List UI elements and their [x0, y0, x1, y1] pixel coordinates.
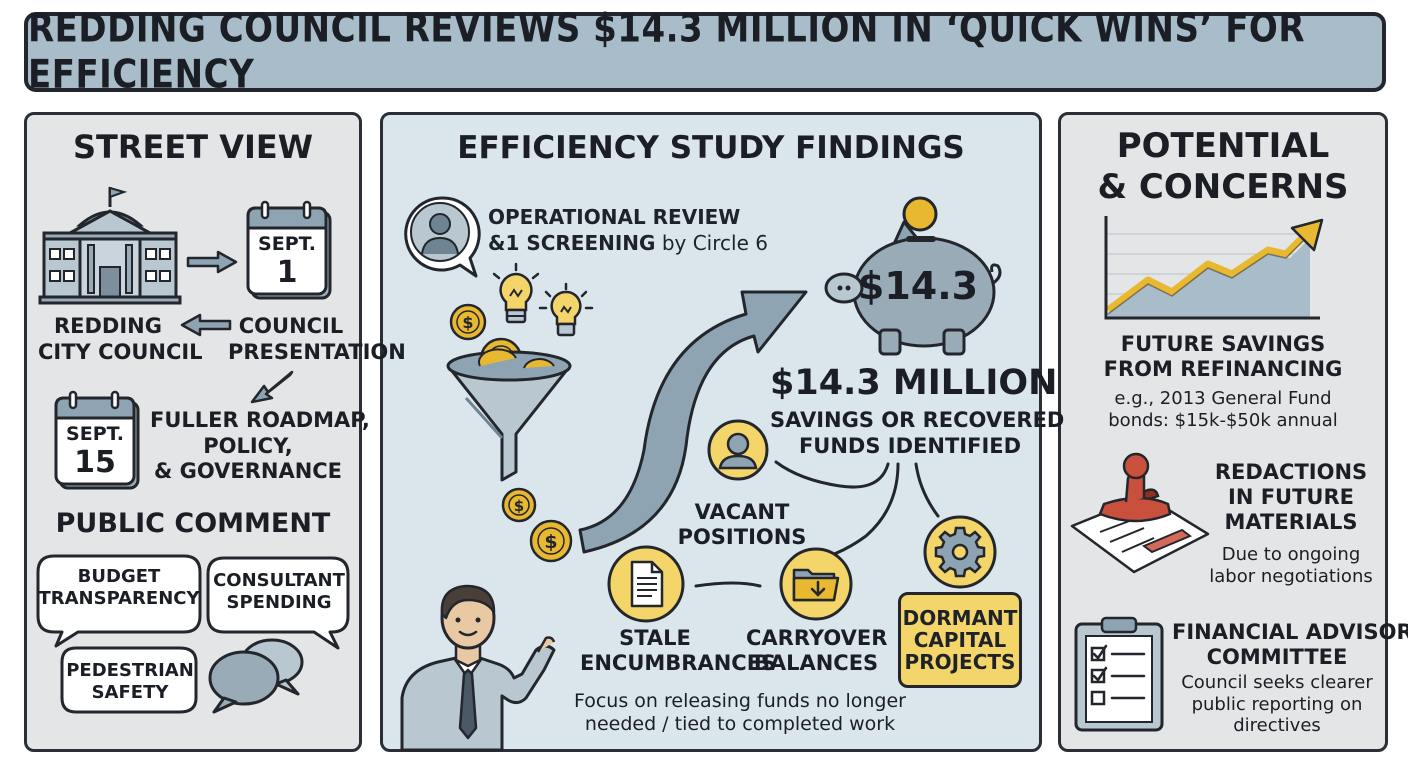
- piggy-bank-icon: [824, 196, 1002, 356]
- calendar-month: SEPT.: [258, 233, 316, 255]
- title-banner: REDDING COUNCIL REVIEWS $14.3 MILLION IN…: [24, 6, 1386, 98]
- calendar-icon: [246, 200, 332, 300]
- public-comment-header: PUBLIC COMMENT: [55, 508, 331, 539]
- calendar-month: SEPT.: [66, 423, 124, 445]
- gear-icon: [923, 515, 997, 589]
- lightbulb-icon: [538, 282, 594, 337]
- calendar-sept-15: SEPT. 15: [54, 390, 140, 490]
- total-amount: $14.3 MILLION: [770, 363, 1058, 403]
- calendar-day: 1: [276, 255, 298, 290]
- efficiency-findings-header: EFFICIENCY STUDY FINDINGS: [457, 130, 965, 166]
- line-chart-icon: [1104, 216, 1324, 320]
- svg-text:$: $: [462, 313, 473, 332]
- document-icon: [607, 545, 685, 623]
- curved-arrow-icon: [578, 290, 808, 554]
- piggy-amount: $14.3: [857, 264, 979, 308]
- potential-concerns-header: POTENTIAL& CONCERNS: [1097, 126, 1349, 207]
- street-view-header: STREET VIEW: [72, 128, 314, 166]
- roadmap-label: FULLER ROADMAP,POLICY,& GOVERNANCE: [150, 408, 370, 484]
- svg-text:$: $: [544, 531, 557, 553]
- calendar-sept-1: SEPT. 1: [246, 200, 332, 300]
- arrow-icon: [180, 313, 232, 337]
- page-title: REDDING COUNCIL REVIEWS $14.3 MILLION IN…: [28, 6, 1306, 98]
- speech-bubble-icon: [208, 638, 304, 714]
- stamp-icon: [1070, 452, 1210, 574]
- operational-review-text: OPERATIONAL REVIEW &1 SCREENING by Circl…: [488, 205, 768, 255]
- clipboard-checklist-icon: [1074, 616, 1164, 732]
- city-hall-icon: [38, 186, 182, 305]
- coin-icon: $: [529, 519, 573, 563]
- coin-icon: $: [501, 487, 537, 523]
- funnel-icon: [446, 348, 572, 482]
- person-icon: [404, 196, 481, 278]
- speech-bubble-icon: [36, 554, 202, 648]
- coin-icon: $: [449, 303, 487, 341]
- folder-icon: [779, 547, 853, 621]
- speech-bubble-icon: [206, 556, 350, 650]
- presenter-icon: [400, 584, 556, 752]
- svg-text:$: $: [514, 497, 524, 515]
- arrow-icon: [250, 370, 294, 404]
- person-icon: [707, 419, 769, 481]
- calendar-icon: [54, 390, 140, 490]
- arrow-icon: [186, 250, 238, 274]
- lightbulb-icon: [492, 262, 540, 324]
- speech-bubble-icon: [60, 646, 198, 714]
- calendar-day: 15: [74, 445, 116, 480]
